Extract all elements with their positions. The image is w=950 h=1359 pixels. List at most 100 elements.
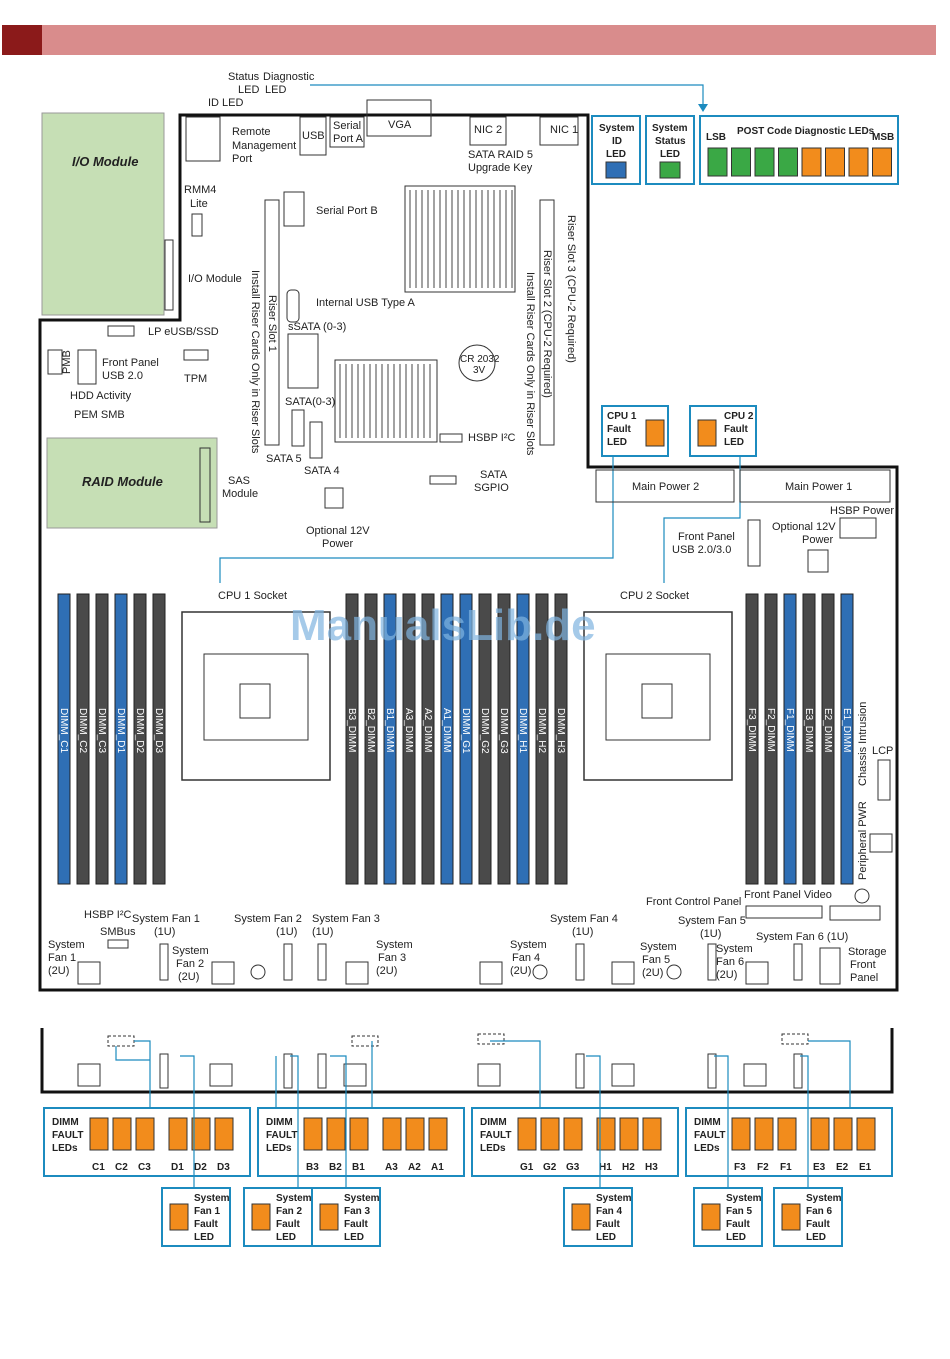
cmos-battery	[458, 344, 496, 382]
fan-fault-text: System	[726, 1193, 762, 1204]
fan-1u-connector	[317, 943, 327, 981]
hsbp-i2c-connector	[439, 433, 463, 443]
hsbp-i2c-label: HSBP I²C	[468, 432, 516, 444]
heatsink-fins-2	[339, 364, 431, 438]
nic2-label: NIC 2	[474, 124, 502, 136]
io-module-conn-label: I/O Module	[188, 273, 242, 285]
fan-1u-connector-detail	[575, 1053, 585, 1089]
dimm-fault-led	[619, 1117, 639, 1151]
fan1-2u-label-1: System	[48, 939, 85, 951]
riser1-label: Riser Slot 1	[266, 295, 278, 352]
dimm-slot: F3_DIMM	[745, 593, 759, 885]
dimm-label: DIMM_C3	[96, 708, 107, 753]
fan2-1u-size: (1U)	[276, 926, 297, 938]
fan6-1u-label: System Fan 6 (1U)	[756, 931, 848, 943]
fan-fault-text: LED	[726, 1232, 746, 1243]
dimm-slot: DIMM_D3	[152, 593, 166, 885]
riser1-note: Install Riser Cards Only in Riser Slots	[249, 270, 261, 454]
riser-slot-2	[539, 199, 555, 446]
dimm-fault-led	[135, 1117, 155, 1151]
fan-1u-connector-detail	[707, 1053, 717, 1089]
msb-label: MSB	[872, 132, 894, 143]
cpu2-text-3: LED	[724, 437, 744, 448]
fan-fault-text: Fan 3	[344, 1206, 371, 1217]
nic1-shape	[539, 116, 579, 146]
front-usb30-label-1: Front Panel	[678, 531, 735, 543]
diagnostic-leader	[310, 84, 704, 108]
cpu2-fault-led-box	[689, 405, 757, 457]
dimm-slot: DIMM_H3	[554, 593, 568, 885]
dimm-fault-led	[112, 1117, 132, 1151]
dimm-fault-led	[833, 1117, 853, 1151]
dimm-slot: E1_DIMM	[840, 593, 854, 885]
dimm-label: DIMM_G3	[498, 708, 509, 754]
fan-fault-text: System	[806, 1193, 842, 1204]
header-square	[2, 25, 42, 55]
dimm-fault-led-label: B3	[306, 1162, 319, 1173]
cpu1-fault-led	[645, 419, 665, 447]
system-status-text-2: Status	[655, 136, 686, 147]
front-video-connector	[829, 905, 881, 921]
fan-fault-text: Fault	[194, 1219, 219, 1230]
fan-fault-led	[251, 1203, 271, 1231]
leader-line	[490, 1040, 541, 1108]
riser2-label: Riser Slot 2 (CPU-2 Required)	[541, 250, 553, 398]
dimm-fault-led-label: C1	[92, 1162, 105, 1173]
dimm-label: DIMM_D1	[115, 708, 126, 753]
dimm-fault-led	[856, 1117, 876, 1151]
fan-2u-connector	[211, 961, 235, 985]
dimm-fault-led	[810, 1117, 830, 1151]
diagnostic-arrow	[698, 104, 708, 112]
dimm-label: DIMM_H1	[517, 708, 528, 753]
smbus-label: SMBus	[100, 926, 136, 938]
fan-2u-connector-detail	[611, 1063, 635, 1087]
dimm-fault-led	[731, 1117, 751, 1151]
fan6-2u-label-2: Fan 6	[716, 956, 744, 968]
fan-2u-connector-detail	[77, 1063, 101, 1087]
front-usb30-label-2: USB 2.0/3.0	[672, 544, 731, 556]
leader-line	[808, 1040, 851, 1108]
fan5-2u-label-1: System	[640, 941, 677, 953]
lower-board-strip	[40, 1028, 894, 1094]
fan-fault-led	[701, 1203, 721, 1231]
fan4-2u-label-3: (2U)	[510, 965, 531, 977]
dimm-fault-led-label: A3	[385, 1162, 398, 1173]
board-outline	[38, 113, 899, 992]
opt12v-r-label-2: Power	[802, 534, 834, 546]
dimm-label: A3_DIMM	[403, 708, 414, 752]
serial-b-connector	[283, 191, 305, 227]
fan-fault-text: Fan 6	[806, 1206, 833, 1217]
fan-fault-text: Fan 1	[194, 1206, 221, 1217]
rmm4-connector	[191, 213, 203, 237]
fan5-1u-size: (1U)	[700, 928, 721, 940]
heatsink-2	[334, 359, 438, 443]
sata5-label: SATA 5	[266, 453, 302, 465]
dimm-slot: B1_DIMM	[383, 593, 397, 885]
fan-fault-led	[781, 1203, 801, 1231]
dimm-fault-title: FAULT	[694, 1130, 725, 1141]
dimm-label: E1_DIMM	[841, 708, 852, 752]
dimm-label: A1_DIMM	[441, 708, 452, 752]
raid-module-label: RAID Module	[82, 474, 163, 489]
ssata-connector	[287, 333, 319, 389]
led-label-1: LED	[238, 84, 259, 96]
dimm-label: DIMM_G1	[460, 708, 471, 754]
fan-fault-led	[319, 1203, 339, 1231]
serial-a-shape	[329, 116, 365, 148]
fan-1u-connector	[575, 943, 585, 981]
fan-2u-connector	[745, 961, 769, 985]
system-id-text-1: System	[599, 123, 635, 134]
fan-2u-connector	[479, 961, 503, 985]
io-module-connector	[164, 239, 174, 311]
dimm-label: DIMM_H2	[536, 708, 547, 753]
hsbp-i2c2-label: HSBP I²C	[84, 909, 132, 921]
cpu1-text-2: Fault	[607, 424, 632, 435]
remote-label-1: Remote	[232, 126, 271, 138]
pem-label: PEM SMB	[74, 409, 125, 421]
dimm-label: B3_DIMM	[346, 708, 357, 752]
post-code-led	[707, 147, 728, 177]
dimm-slot: E3_DIMM	[802, 593, 816, 885]
fan-2u-connector-detail	[343, 1063, 367, 1087]
dimm-fault-led-label: F3	[734, 1162, 746, 1173]
